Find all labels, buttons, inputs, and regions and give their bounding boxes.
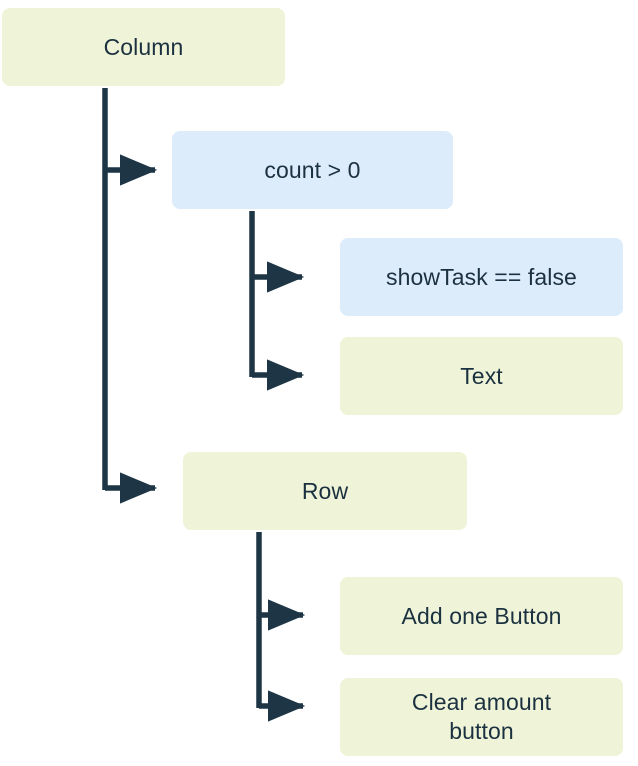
- node-count-gt-0[interactable]: count > 0: [172, 131, 453, 209]
- edge-count-to-children: [249, 211, 305, 391]
- node-column[interactable]: Column: [2, 8, 285, 86]
- edge-column-to-children: [102, 88, 158, 504]
- node-add-one-button[interactable]: Add one Button: [340, 577, 623, 655]
- node-row[interactable]: Row: [183, 452, 467, 530]
- node-showtask-eq-false[interactable]: showTask == false: [340, 238, 623, 316]
- node-clear-amount-button[interactable]: Clear amount button: [340, 678, 623, 756]
- node-text[interactable]: Text: [340, 337, 623, 415]
- edge-row-to-children: [256, 532, 306, 722]
